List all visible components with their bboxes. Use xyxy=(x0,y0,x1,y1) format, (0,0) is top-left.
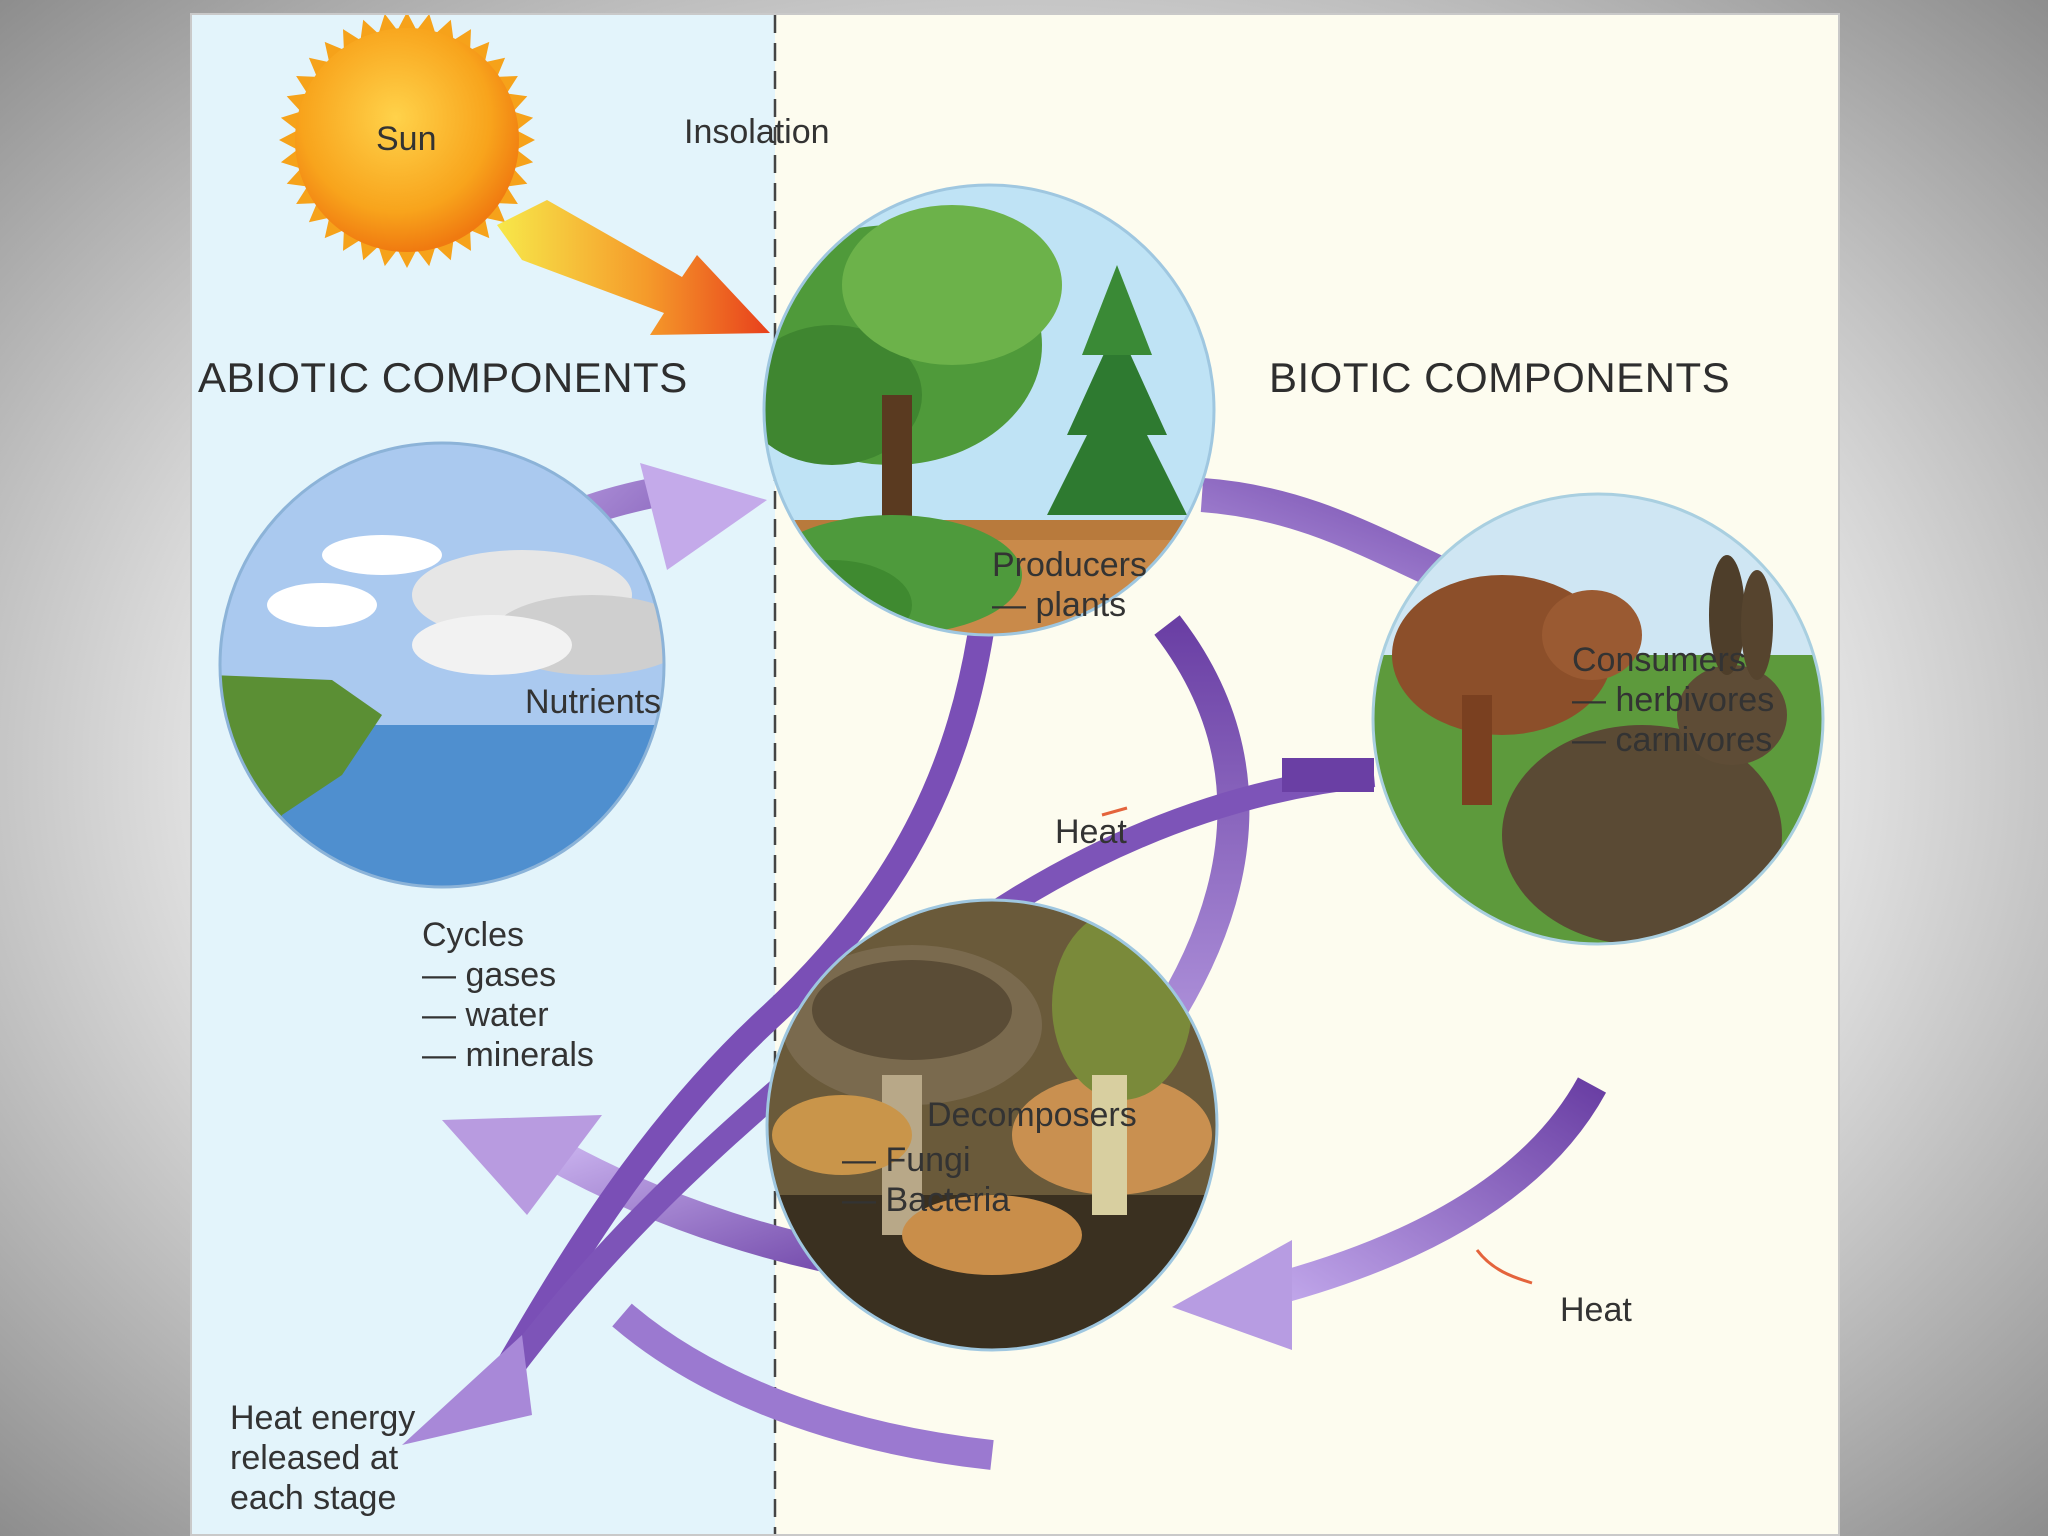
heat-squiggle-center xyxy=(1101,806,1128,817)
heat-energy-line2: released at xyxy=(230,1439,399,1477)
cycles-sub-gases: — gases xyxy=(422,956,557,994)
decomposers-sub-bacteria: — Bacteria xyxy=(842,1181,1011,1219)
heat-energy-line1: Heat energy xyxy=(230,1399,416,1437)
diagram-slide: Sun Insolation ABIOTIC COMPONENTS BIOTIC… xyxy=(190,13,1840,1536)
heat-path-decomposers xyxy=(612,1303,994,1470)
cycles-label: Cycles — gases — water — minerals xyxy=(422,915,594,1075)
cycles-title: Cycles xyxy=(422,916,525,954)
nutrients-label: Nutrients xyxy=(525,683,662,721)
consumers-sub-carnivores: — carnivores xyxy=(1572,721,1773,759)
heat-energy-line3: each stage xyxy=(230,1479,397,1517)
consumers-decomp-arrow-head xyxy=(1172,1240,1292,1350)
consumers-title: Consumers xyxy=(1572,641,1746,679)
heat-squiggle-right xyxy=(1475,1249,1533,1285)
heat-label-right: Heat xyxy=(1560,1291,1632,1329)
biotic-heading: BIOTIC COMPONENTS xyxy=(1269,354,1731,401)
nutrients-arrow-head xyxy=(640,463,767,570)
producers-label: Producers — plants xyxy=(992,545,1147,625)
producers-title: Producers xyxy=(992,546,1147,584)
mushroom-icon xyxy=(767,900,1217,1350)
abiotic-heading: ABIOTIC COMPONENTS xyxy=(198,354,688,401)
insolation-arrow xyxy=(497,200,770,335)
cloud-icon xyxy=(220,443,664,887)
consumers-label: Consumers — herbivores — carnivores xyxy=(1572,640,1774,760)
heat-label-center: Heat xyxy=(1055,813,1127,851)
heat-energy-label: Heat energy released at each stage xyxy=(230,1398,415,1518)
ecosystem-diagram xyxy=(192,15,1838,1534)
producers-sub: — plants xyxy=(992,586,1127,624)
heat-energy-arrow-head xyxy=(402,1335,532,1445)
heat-path-producers xyxy=(480,623,995,1402)
decomposers-sub: — Fungi — Bacteria xyxy=(842,1140,1010,1220)
consumers-sub-herbivores: — herbivores xyxy=(1572,681,1775,719)
cycles-arrow-head xyxy=(442,1115,602,1215)
cycles-sub-minerals: — minerals xyxy=(422,1036,594,1074)
insolation-label: Insolation xyxy=(684,113,830,151)
sun-icon xyxy=(279,15,535,268)
consumers-to-decomposers-arrow xyxy=(1267,1077,1607,1306)
cycles-sub-water: — water xyxy=(422,996,549,1034)
decomposers-sub-fungi: — Fungi xyxy=(842,1141,971,1179)
decomposers-label: Decomposers xyxy=(927,1096,1137,1134)
sun-label: Sun xyxy=(376,120,437,158)
